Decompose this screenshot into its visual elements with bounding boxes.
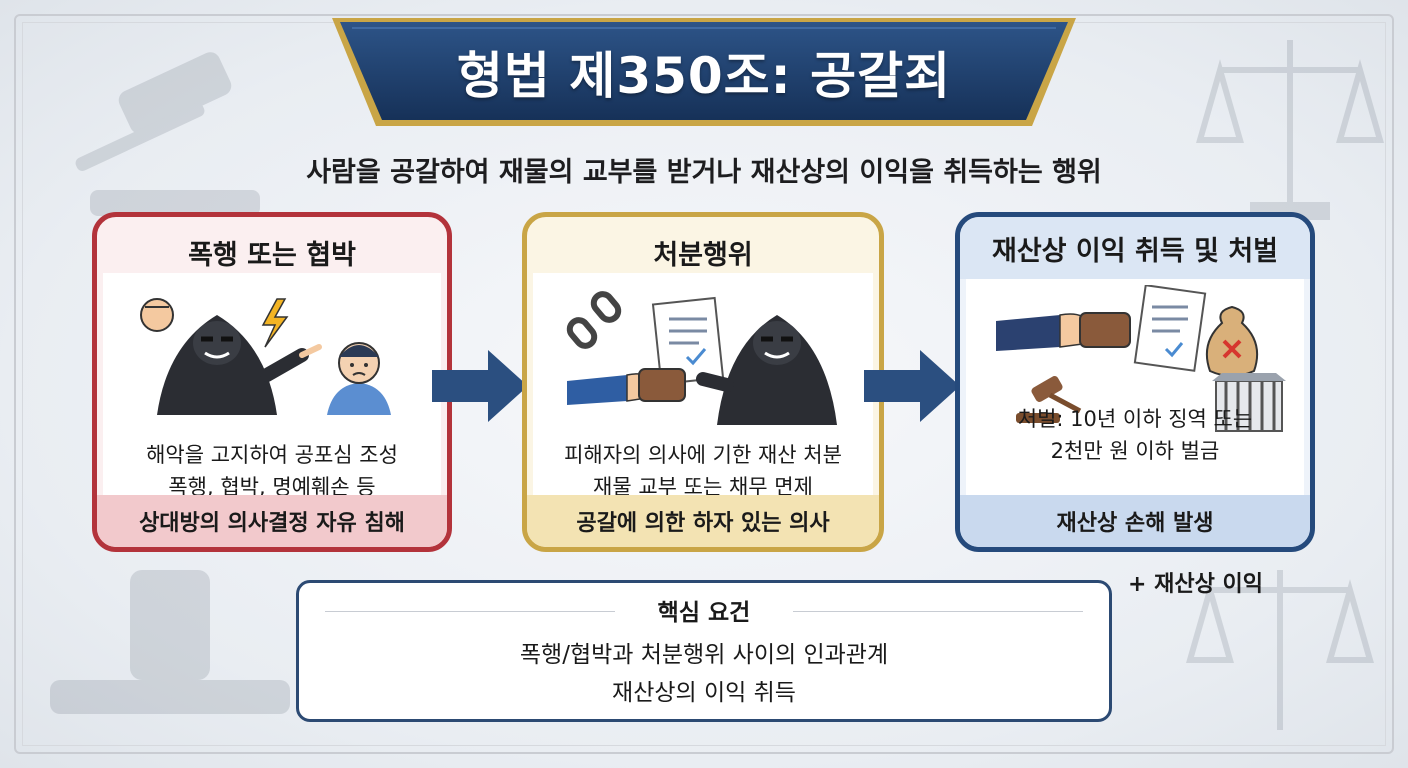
fist-icon: [140, 298, 174, 332]
penalty-text: 처벌: 10년 이하 징역 또는 2천만 원 이하 벌금: [960, 403, 1310, 467]
penalty-line: 처벌: 10년 이하 징역 또는: [1017, 407, 1253, 431]
card-footer: 재산상 손해 발생: [960, 495, 1310, 547]
summary-item: 폭행/협박과 처분행위 사이의 인과관계: [519, 642, 889, 668]
gavel-background-icon-2: [50, 570, 290, 714]
title-banner-shape: [332, 18, 1076, 126]
penalty-line: 2천만 원 이하 벌금: [1050, 439, 1220, 463]
document-icon: [1133, 285, 1207, 372]
broken-chain-icon: [566, 291, 622, 349]
hooded-figure-icon: [696, 315, 837, 425]
frightened-child-icon: [327, 342, 391, 415]
flow-arrow-icon: [864, 350, 960, 422]
money-bag-icon: [1206, 305, 1258, 377]
divider: [325, 611, 615, 612]
gavel-background-icon: [75, 52, 260, 216]
extra-note: + 재산상 이익: [1128, 572, 1263, 597]
hooded-figure-icon: [157, 315, 322, 415]
card-footer: 상대방의 의사결정 자유 침해: [97, 495, 447, 547]
scales-background-icon: [1196, 40, 1384, 220]
card-line: 해악을 고지하여 공포심 조성: [146, 443, 398, 467]
card-description: 피해자의 의사에 기한 재산 처분 재물 교부 또는 채무 면제: [527, 439, 879, 503]
card-heading: 재산상 이익 취득 및 처벌: [960, 217, 1310, 279]
divider: [793, 611, 1083, 612]
gavel-icon: [1016, 376, 1082, 423]
card-heading: 폭행 또는 협박: [188, 239, 356, 271]
subtitle: 사람을 공갈하여 재물의 교부를 받거나 재산상의 이익을 취득하는 행위: [306, 157, 1102, 188]
scales-background-icon-2: [1186, 570, 1374, 730]
disposition-illustration-icon: [566, 291, 837, 425]
title-banner: 형법 제350조: 공갈죄: [332, 14, 1076, 130]
prison-bars-icon: [1212, 373, 1286, 432]
threat-illustration-icon: [140, 298, 391, 415]
card-line: 피해자의 의사에 기한 재산 처분: [564, 443, 842, 467]
hand-giving-wallet-icon: [567, 368, 686, 405]
hand-taking-wallet-icon: [996, 312, 1131, 351]
gain-illustration-icon: [996, 285, 1286, 432]
card-assault-threat: 폭행 또는 협박 해악을 고지하여 공포심 조성 폭행, 협박, 명예훼손: [92, 212, 452, 552]
flow-arrow-icon: [432, 350, 528, 422]
summary-item: 재산상의 이익 취득: [612, 680, 796, 706]
card-disposition: 처분행위 피해자의 의사에 기한 재산 처분 재물 교부 또는: [522, 212, 884, 552]
card-description: 해악을 고지하여 공포심 조성 폭행, 협박, 명예훼손 등: [97, 439, 447, 503]
page-title: 형법 제350조: 공갈죄: [456, 47, 952, 105]
lightning-icon: [261, 298, 289, 348]
outer-frame: [14, 14, 1394, 754]
card-footer: 공갈에 의한 하자 있는 의사: [527, 495, 879, 547]
card-gain-penalty: 재산상 이익 취득 및 처벌 처벌: 10년 이하 징역 또는 2천만: [955, 212, 1315, 552]
summary-title: 핵심 요건: [657, 600, 751, 626]
summary-box: 핵심 요건 폭행/협박과 처분행위 사이의 인과관계 재산상의 이익 취득: [296, 580, 1112, 722]
document-icon: [651, 296, 725, 386]
card-heading: 처분행위: [653, 239, 753, 271]
